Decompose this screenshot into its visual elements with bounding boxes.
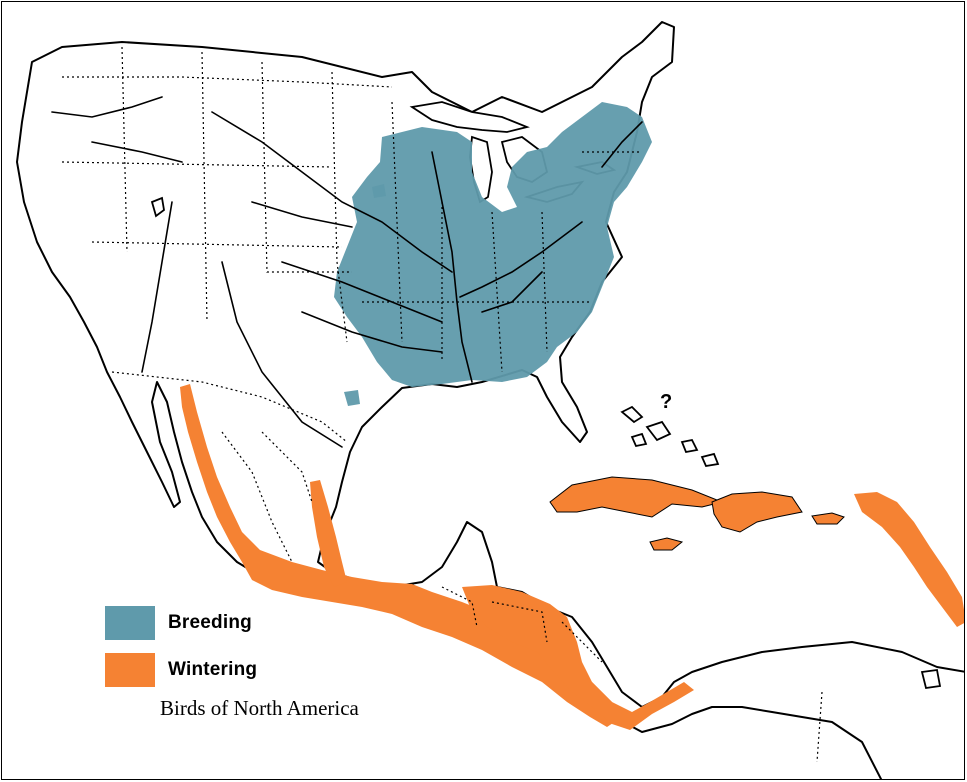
red-river — [301, 311, 443, 353]
mississippi-river — [431, 151, 473, 383]
border-canada-us — [62, 76, 393, 88]
missouri-river — [211, 111, 453, 273]
border-state-1 — [121, 46, 128, 253]
border-state-9 — [491, 211, 503, 373]
st-lawrence-river — [601, 121, 643, 168]
breeding-range-patch — [372, 184, 386, 198]
wintering-range-guatemala-honduras — [462, 585, 694, 730]
great-salt-lake — [150, 196, 165, 218]
border-state-10 — [541, 211, 548, 353]
lake-superior — [409, 101, 530, 133]
snake-river — [91, 141, 183, 163]
wintering-range-hispaniola — [711, 491, 803, 533]
border-state-7 — [391, 101, 403, 343]
bahamas-island-2 — [645, 420, 672, 442]
rio-grande — [221, 261, 343, 448]
ohio-river — [459, 221, 583, 298]
wintering-range-mexico-east — [310, 480, 347, 587]
bahamas-island-1 — [620, 405, 644, 424]
border-south-america — [816, 691, 823, 763]
caribbean-island-small — [920, 668, 942, 690]
legend-swatch-breeding — [105, 606, 155, 640]
border-state-3 — [261, 61, 352, 273]
north-america-landmass — [16, 21, 964, 779]
breeding-range — [334, 102, 652, 387]
bahamas-island-3 — [680, 438, 699, 454]
arkansas-river — [281, 261, 443, 323]
border-mexico-states-1 — [221, 431, 293, 563]
border-state-4 — [331, 71, 348, 343]
border-us-mexico — [111, 371, 348, 443]
border-mexico-states-2 — [261, 431, 313, 503]
wintering-range-jamaica — [649, 537, 684, 551]
bahamas-island-4 — [630, 432, 648, 448]
question-mark-annotation: ? — [660, 391, 673, 413]
bahamas-island-5 — [700, 452, 720, 468]
border-state-5 — [61, 161, 333, 168]
wintering-range-cuba — [549, 476, 724, 518]
legend-label-wintering: Wintering — [168, 659, 258, 680]
wintering-range-puerto-rico — [811, 512, 845, 525]
legend-label-breeding: Breeding — [168, 612, 252, 633]
tennessee-river — [481, 271, 543, 313]
platte-river — [251, 201, 353, 228]
legend-swatch-wintering — [105, 653, 155, 687]
columbia-river — [51, 96, 163, 118]
colorado-river — [141, 201, 173, 373]
border-state-2 — [201, 51, 208, 323]
wintering-range-lesser-antilles — [854, 492, 964, 627]
map-caption: Birds of North America — [160, 696, 359, 720]
border-state-6 — [91, 241, 343, 248]
border-central-america-1 — [441, 586, 478, 628]
border-central-america-2 — [491, 601, 548, 643]
breeding-range-texas-patch — [344, 390, 360, 406]
